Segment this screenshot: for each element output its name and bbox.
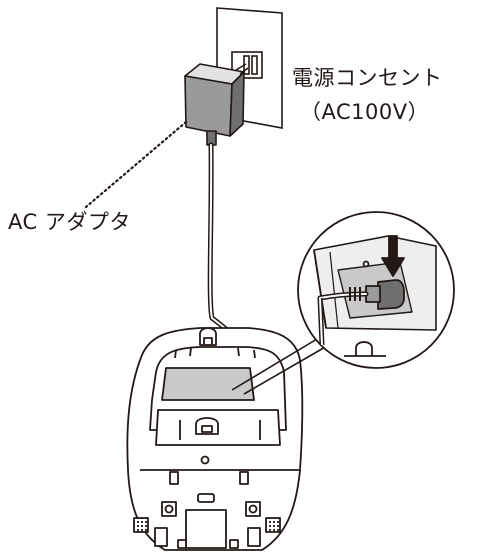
detail-callout — [297, 211, 455, 369]
voltage-label: （AC100V） — [300, 100, 430, 124]
callout-leader — [231, 335, 328, 395]
charger-base — [126, 327, 304, 551]
adapter-leader-line — [84, 120, 188, 209]
ac-adapter — [184, 63, 249, 146]
outlet-label: 電源コンセント — [292, 66, 443, 90]
adapter-label: AC アダプタ — [8, 210, 131, 234]
